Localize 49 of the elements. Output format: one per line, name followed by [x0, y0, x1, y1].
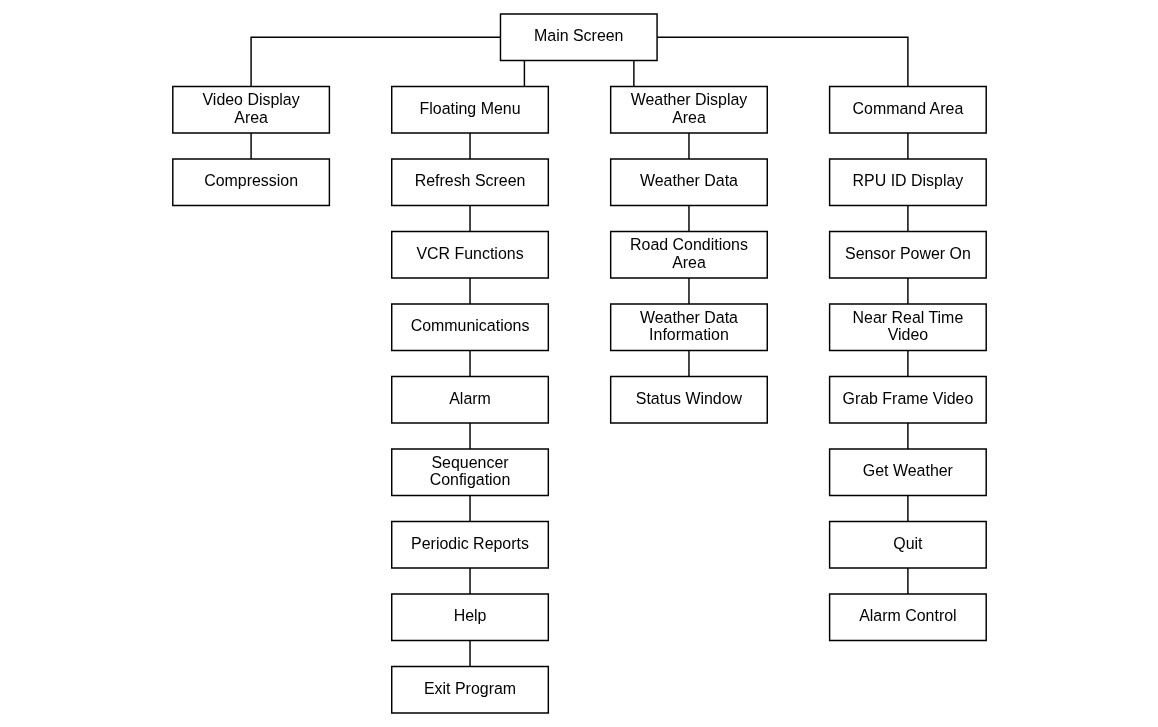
connector	[906, 494, 909, 523]
connector	[632, 59, 635, 88]
node-box: Refresh Screen	[390, 158, 549, 207]
node-box: Command Area	[828, 85, 987, 134]
node-box: Exit Program	[390, 665, 549, 714]
node-box: RPU ID Display	[828, 158, 987, 207]
node-box: Get Weather	[828, 448, 987, 497]
connector	[468, 349, 471, 378]
node-box: Road Conditions Area	[609, 230, 768, 279]
node-box: Communications	[390, 303, 549, 352]
connector	[468, 567, 471, 595]
connector	[906, 204, 909, 233]
connector	[906, 567, 909, 595]
connector	[906, 422, 909, 450]
connector	[468, 277, 471, 305]
node-box: VCR Functions	[390, 230, 549, 279]
node-box: Alarm Control	[828, 593, 987, 642]
node-box: Weather Data	[609, 158, 768, 207]
connector	[468, 494, 471, 523]
connector	[523, 59, 525, 88]
node-box: Video Display Area	[171, 85, 330, 134]
connector	[687, 204, 690, 233]
connector	[687, 277, 690, 305]
node-box: Floating Menu	[390, 85, 549, 134]
node-box: Main Screen	[499, 13, 658, 62]
node-box: Weather Display Area	[609, 85, 768, 134]
connector	[468, 639, 471, 668]
node-box: Compression	[171, 158, 330, 207]
node-box: Status Window	[609, 375, 768, 424]
connector	[655, 36, 909, 88]
node-box: Sequencer Configation	[390, 448, 549, 497]
node-box: Grab Frame Video	[828, 375, 987, 424]
connector	[687, 132, 690, 160]
connector	[249, 36, 501, 88]
node-box: Alarm	[390, 375, 549, 424]
connector	[687, 349, 690, 378]
connector	[906, 277, 909, 305]
node-box: Near Real Time Video	[828, 303, 987, 352]
connector	[468, 204, 471, 233]
connector	[906, 349, 909, 378]
node-box: Weather Data Information	[609, 303, 768, 352]
connector	[468, 132, 471, 160]
node-box: Sensor Power On	[828, 230, 987, 279]
connector	[906, 132, 909, 160]
node-box: Periodic Reports	[390, 520, 549, 569]
node-box: Help	[390, 593, 549, 642]
connector	[468, 422, 471, 450]
node-box: Quit	[828, 520, 987, 569]
connector	[249, 132, 252, 160]
